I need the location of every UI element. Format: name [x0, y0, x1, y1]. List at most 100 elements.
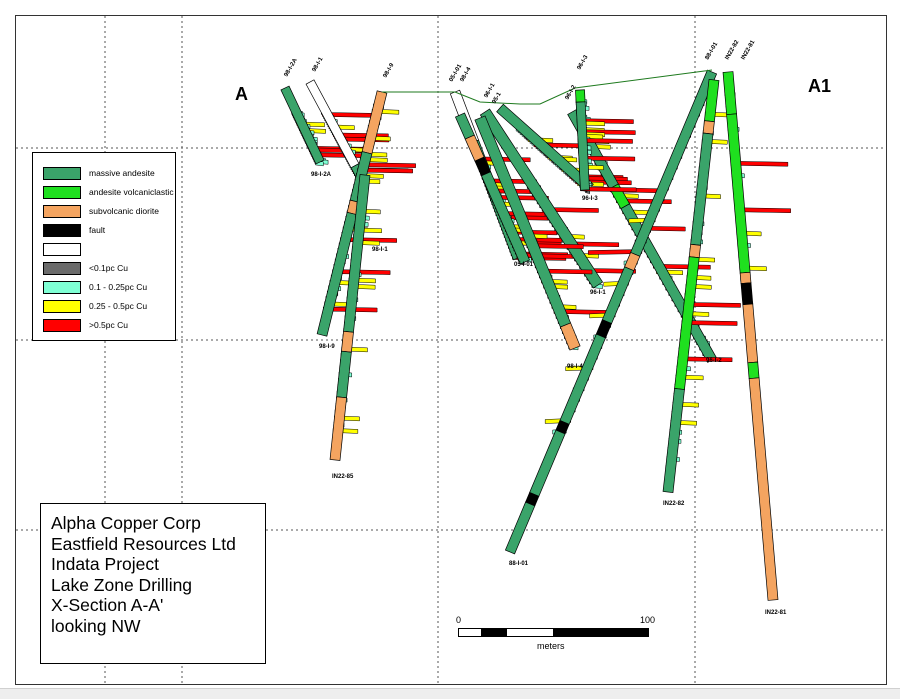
core-interval: [479, 108, 604, 289]
title-line: X-Section A-A': [51, 595, 164, 616]
legend-swatch: [43, 281, 81, 294]
legend-item: fault: [43, 222, 173, 240]
core-interval: [504, 501, 536, 555]
legend-label: massive andesite: [89, 168, 155, 178]
core-interval: [662, 388, 685, 493]
title-line: Eastfield Resources Ltd: [51, 533, 236, 554]
drillhole: [504, 69, 718, 555]
page-footer-strip: [0, 688, 900, 699]
legend-item: andesite volcaniclastic: [43, 184, 174, 202]
legend-item: 0.25 - 0.5pc Cu: [43, 298, 173, 316]
end-label: IN22-85: [332, 474, 354, 480]
end-label: 98-I-2A: [311, 172, 332, 178]
drillhole: [662, 79, 741, 493]
end-label: 98-I-4: [567, 364, 583, 370]
title-line: looking NW: [51, 615, 141, 636]
legend-label: fault: [89, 225, 106, 235]
collar-label: 98-I-9: [383, 62, 396, 79]
core-interval: [280, 85, 325, 165]
legend-swatch: [43, 167, 81, 180]
map-frame: [15, 15, 887, 685]
legend-item: 0.1 - 0.25pc Cu: [43, 279, 173, 297]
legend-item: subvolcanic diorite: [43, 203, 173, 221]
title-block: Alpha Copper Corp Eastfield Resources Lt…: [40, 503, 266, 664]
end-label: IN22-81: [765, 610, 787, 616]
core-interval: [702, 120, 715, 135]
core-interval: [690, 132, 714, 246]
legend: massive andesite andesite volcaniclastic…: [32, 152, 176, 341]
drillhole: [474, 115, 611, 351]
scale-segment: [458, 628, 482, 637]
legend-label: 0.1 - 0.25pc Cu: [89, 282, 148, 292]
legend-swatch: [43, 186, 81, 199]
scale-segment: [481, 628, 507, 637]
legend-item: <0.1pc Cu: [43, 260, 173, 278]
legend-label: andesite volcaniclastic: [89, 187, 174, 197]
core-interval: [496, 103, 594, 193]
title-line: Alpha Copper Corp: [51, 513, 201, 533]
end-label: 96-I-2: [706, 358, 722, 364]
legend-item: [43, 241, 173, 259]
end-label: 98-I-9: [319, 344, 335, 350]
legend-label: <0.1pc Cu: [89, 263, 128, 273]
end-label: 88-I-01: [509, 561, 529, 567]
core-interval: [316, 211, 358, 337]
section-end-label: A1: [808, 76, 832, 96]
drillhole: [722, 71, 791, 601]
legend-label: 0.25 - 0.5pc Cu: [89, 301, 148, 311]
scale-end-label: 100: [640, 615, 656, 625]
end-label: 98-I-1: [372, 247, 388, 253]
legend-item: massive andesite: [43, 165, 173, 183]
core-interval: [688, 243, 701, 259]
scale-start-label: 0: [456, 615, 462, 625]
collar-label: IN22-82: [725, 39, 741, 61]
core-interval: [575, 101, 590, 191]
legend-swatch: [43, 262, 81, 275]
core-interval: [480, 171, 531, 265]
legend-item: >0.5pc Cu: [43, 317, 173, 335]
legend-label: subvolcanic diorite: [89, 206, 159, 216]
scale-segment: [553, 628, 649, 637]
core-interval: [739, 271, 752, 285]
core-interval: [747, 361, 760, 380]
drillhole: [280, 85, 369, 167]
drillhole: [329, 174, 382, 461]
legend-swatch: [43, 224, 81, 237]
scale-units-label: meters: [537, 641, 565, 651]
core-interval: [601, 266, 635, 324]
scale-segment: [506, 628, 554, 637]
core-interval: [722, 71, 737, 116]
title-line: Indata Project: [51, 554, 159, 575]
core-interval: [329, 396, 347, 461]
end-label: 96-I-1: [590, 290, 606, 296]
collar-label: 95-1: [492, 91, 504, 105]
end-label: 05-I-01: [514, 262, 534, 268]
collar-line: [382, 69, 713, 105]
core-interval: [529, 429, 566, 497]
collar-label: 98-I-2A: [284, 57, 300, 78]
core-interval: [361, 90, 388, 155]
legend-swatch: [43, 319, 81, 332]
legend-swatch: [43, 205, 81, 218]
core-interval: [742, 303, 759, 364]
drillhole-traces: [280, 69, 791, 601]
title-line: Lake Zone Drilling: [51, 574, 193, 595]
core-interval: [740, 282, 754, 306]
legend-swatch: [43, 300, 81, 313]
legend-swatch: [43, 243, 81, 256]
core-interval: [726, 113, 751, 274]
core-interval: [341, 330, 354, 353]
core-interval: [748, 377, 779, 601]
collar-label: 96-I-3: [577, 54, 590, 71]
end-label: 96-I-3: [582, 196, 598, 202]
core-interval: [559, 333, 606, 425]
core-interval: [336, 350, 352, 399]
legend-label: >0.5pc Cu: [89, 320, 128, 330]
collar-label: IN22-81: [741, 39, 757, 61]
collar-label: 98-I-1: [312, 56, 325, 73]
scale-bar: 0 100 meters: [453, 614, 663, 654]
section-start-label: A: [235, 84, 248, 104]
collar-label: 88-I-01: [705, 41, 720, 61]
